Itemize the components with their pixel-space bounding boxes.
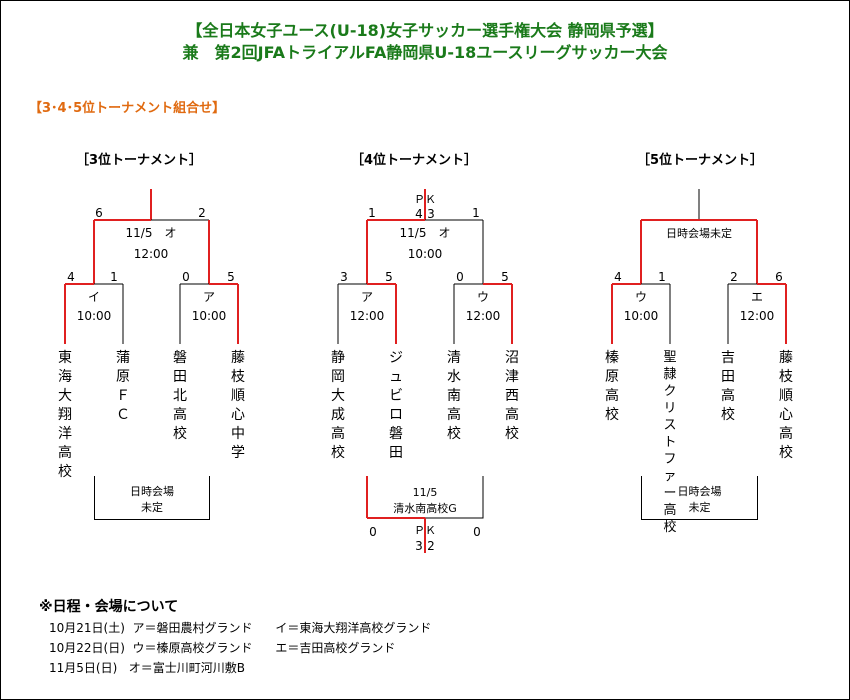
t4-final-score-left: 1 <box>368 206 376 220</box>
t4-bottom-score-left: 0 <box>369 525 377 539</box>
t3-semi1-score-left: 4 <box>67 270 75 284</box>
t5-team-2: 聖隷クリストファー高校 <box>663 350 677 535</box>
t3-semi2-score-left: 0 <box>182 270 190 284</box>
t3-semi1-time: 10:00 <box>76 309 112 323</box>
t4-final-time: 10:00 <box>407 247 443 261</box>
t3-semi2-venue: ア <box>202 290 216 304</box>
t4-semi1-score-right: 5 <box>385 270 393 284</box>
t5-semi2-time: 12:00 <box>739 309 775 323</box>
t4-top-pk-left: 4 <box>415 207 423 221</box>
t5-semi1-score-right: 1 <box>658 270 666 284</box>
section-heading: 【3･4･5位トーナメント組合せ】 <box>29 101 226 116</box>
t4-top-pk-right: 3 <box>427 207 435 221</box>
t5-semi2-score-left: 2 <box>730 270 738 284</box>
t4-semi1-time: 12:00 <box>349 309 385 323</box>
notes-line-1: 10月21日(土) ア＝磐田農村グランド イ＝東海大翔洋高校グランド <box>49 621 432 635</box>
t5-box-line1: 日時会場 <box>677 485 722 498</box>
t4-title: ［4位トーナメント］ <box>351 153 478 168</box>
t3-team-4: 藤枝順心中学 <box>231 350 245 461</box>
t4-team-3: 清水南高校 <box>447 350 461 442</box>
t4-bottom-score-right: 0 <box>473 525 481 539</box>
t5-team-3: 吉田高校 <box>721 350 735 423</box>
t4-semi1-venue: ア <box>360 290 374 304</box>
notes-title: ※日程・会場について <box>39 599 179 615</box>
t4-semi2-venue: ウ <box>476 290 490 304</box>
t3-box-line1: 日時会場 <box>130 485 174 498</box>
t3-semi1-venue: イ <box>87 290 101 304</box>
t3-box-line2: 未定 <box>141 501 163 514</box>
t3-final-score-right: 2 <box>198 206 206 220</box>
t5-semi1-score-left: 4 <box>614 270 622 284</box>
t5-box-line2: 未定 <box>688 501 711 514</box>
t5-semi1-venue: ウ <box>634 290 648 304</box>
notes-line-2: 10月22日(日) ウ＝榛原高校グランド エ＝吉田高校グランド <box>49 641 396 655</box>
t5-semi2-venue: エ <box>750 290 764 304</box>
t4-semi1-score-left: 3 <box>340 270 348 284</box>
schedule-notes: ※日程・会場について 10月21日(土) ア＝磐田農村グランド イ＝東海大翔洋高… <box>39 596 431 678</box>
t3-final-time: 12:00 <box>133 247 169 261</box>
t4-top-pk-label: ＰＫ <box>414 193 436 206</box>
t3-semi2-time: 10:00 <box>191 309 227 323</box>
t4-final-score-right: 1 <box>472 206 480 220</box>
t5-bottom-box: 日時会場 未定 <box>641 476 758 520</box>
t4-team-2: ジュビロ磐田 <box>389 350 403 461</box>
t4-semi2-score-right: 5 <box>501 270 509 284</box>
t4-bottom-pk-right: 2 <box>427 539 435 553</box>
t3-semi1-score-right: 1 <box>110 270 118 284</box>
t5-team-1: 榛原高校 <box>605 350 619 423</box>
t3-final-score-left: 6 <box>95 206 103 220</box>
t5-semi2-score-right: 6 <box>775 270 783 284</box>
t3-semi2-score-right: 5 <box>227 270 235 284</box>
t3-team-1: 東海大翔洋高校 <box>58 350 72 480</box>
t4-box-line2: 清水南高校G <box>393 502 457 515</box>
t4-bottom-pk-left: 3 <box>415 539 423 553</box>
t3-title: ［3位トーナメント］ <box>76 153 203 168</box>
t3-team-3: 磐田北高校 <box>173 350 187 442</box>
t5-title: ［5位トーナメント］ <box>637 153 764 168</box>
t4-box-line1: 11/5 <box>412 486 438 499</box>
t4-team-1: 静岡大成高校 <box>331 350 345 461</box>
t3-final-date: 11/5 オ <box>125 226 177 240</box>
t4-semi2-time: 12:00 <box>465 309 501 323</box>
t4-bottom-pk-label: ＰＫ <box>414 524 436 537</box>
t4-semi2-score-left: 0 <box>456 270 464 284</box>
t5-team-4: 藤枝順心高校 <box>779 350 793 461</box>
t4-final-date: 11/5 オ <box>399 226 451 240</box>
main-title: 【全日本女子ユース(U-18)女子サッカー選手権大会 静岡県予選】 <box>186 21 664 40</box>
t3-bottom-box: 日時会場 未定 <box>94 476 210 520</box>
notes-line-3: 11月5日(日) オ＝富士川町河川敷B <box>49 661 245 675</box>
sub-title: 兼 第2回JFAトライアルFA静岡県U-18ユースリーグサッカー大会 <box>182 43 668 62</box>
t4-team-4: 沼津西高校 <box>505 350 519 442</box>
t5-semi1-time: 10:00 <box>623 309 659 323</box>
t5-final-label: 日時会場未定 <box>666 227 732 240</box>
